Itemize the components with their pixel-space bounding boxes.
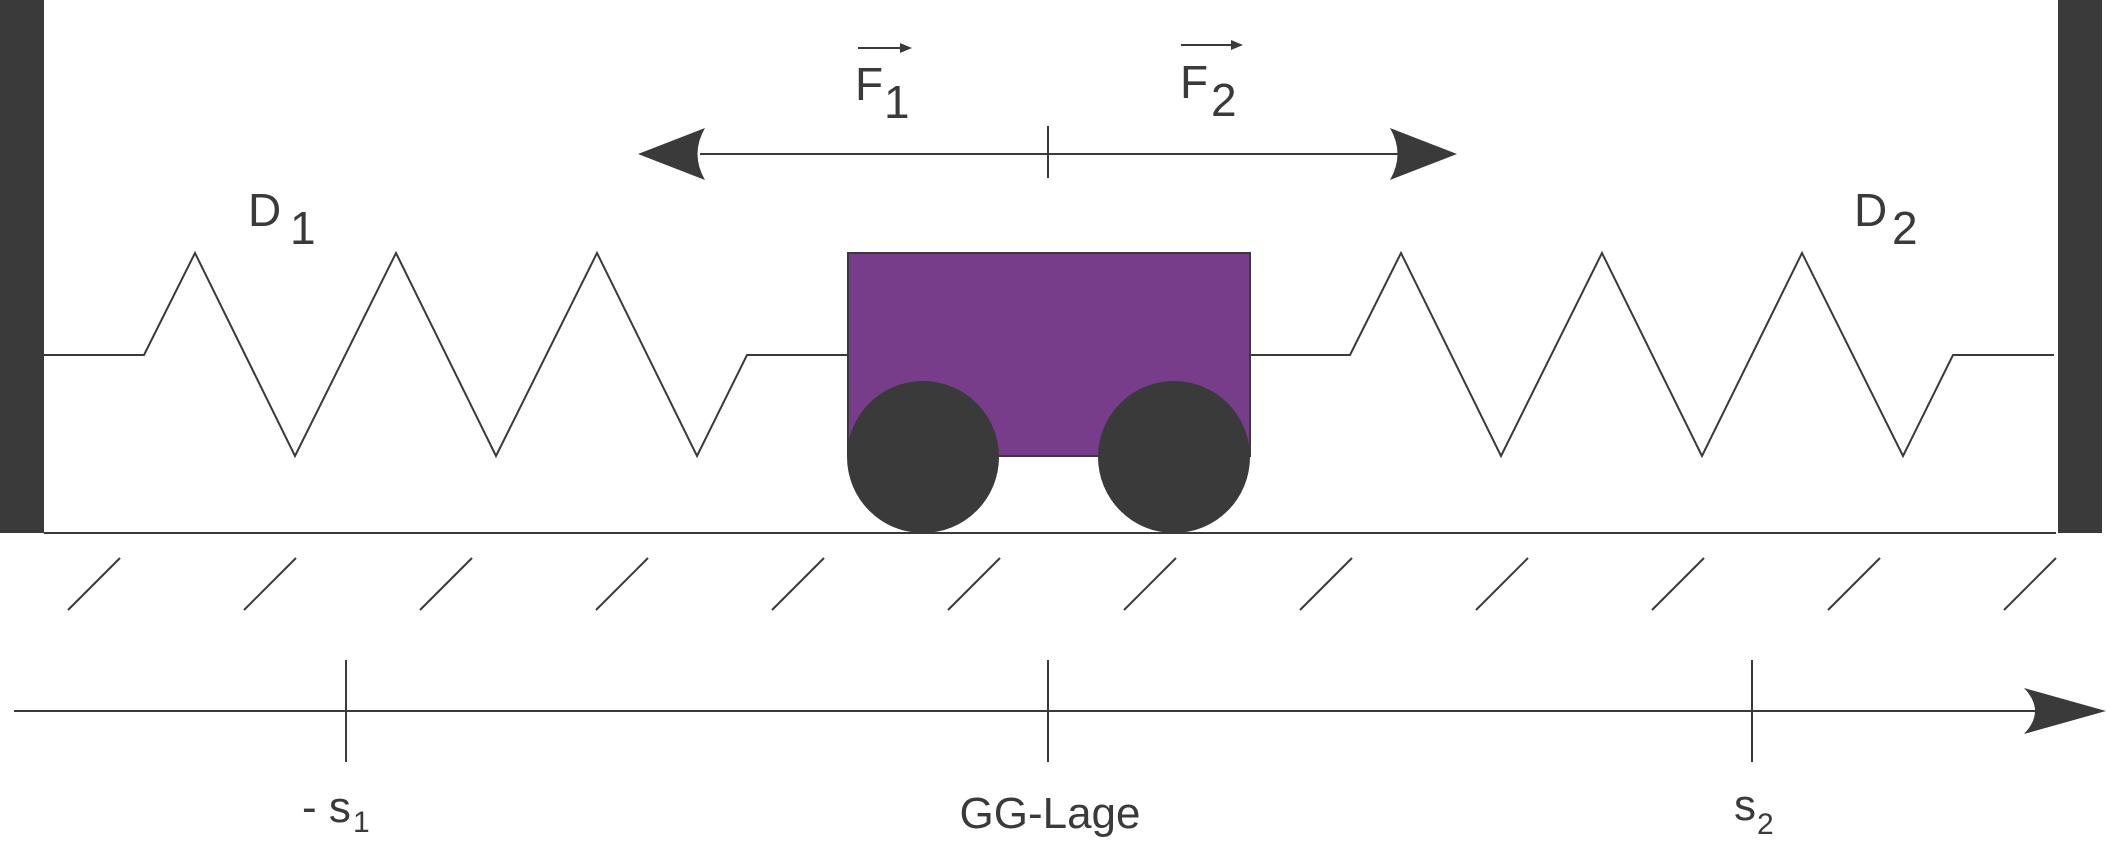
force-label-f2: F 2 <box>1180 40 1243 126</box>
right-wheel <box>1098 381 1250 533</box>
spring-d1-sub: 1 <box>290 202 316 254</box>
axis-label-s2: s 2 <box>1734 781 1774 841</box>
spring-d1-main: D <box>248 184 281 236</box>
axis-label-minus-s1: - s 1 <box>302 783 370 839</box>
force-right-arrowhead <box>1390 128 1457 180</box>
force-f1-main: F <box>855 58 883 110</box>
spring-d2-main: D <box>1854 184 1887 236</box>
left-wheel <box>847 381 999 533</box>
right-wall <box>2058 0 2102 533</box>
left-spring <box>44 250 848 459</box>
right-spring <box>1250 250 2054 459</box>
force-label-f1: F 1 <box>855 43 912 128</box>
left-wall <box>0 0 44 533</box>
spring-label-d2: D 2 <box>1854 184 1918 254</box>
force-f2-sub: 2 <box>1211 74 1237 126</box>
axis-label-s2-main: s <box>1734 781 1756 830</box>
axis-label-minus-s1-main: - s <box>302 783 351 832</box>
position-axis-arrowhead <box>2024 688 2106 734</box>
force-f1-sub: 1 <box>884 76 910 128</box>
axis-label-equilibrium: GG-Lage <box>960 789 1141 838</box>
floor-hatching <box>67 557 2057 611</box>
force-left-arrowhead <box>638 128 705 180</box>
spring-label-d1: D 1 <box>248 184 316 254</box>
axis-label-s2-sub: 2 <box>1757 808 1774 841</box>
axis-label-minus-s1-sub: 1 <box>353 806 370 839</box>
force-f2-main: F <box>1180 56 1208 108</box>
spring-d2-sub: 2 <box>1892 202 1918 254</box>
